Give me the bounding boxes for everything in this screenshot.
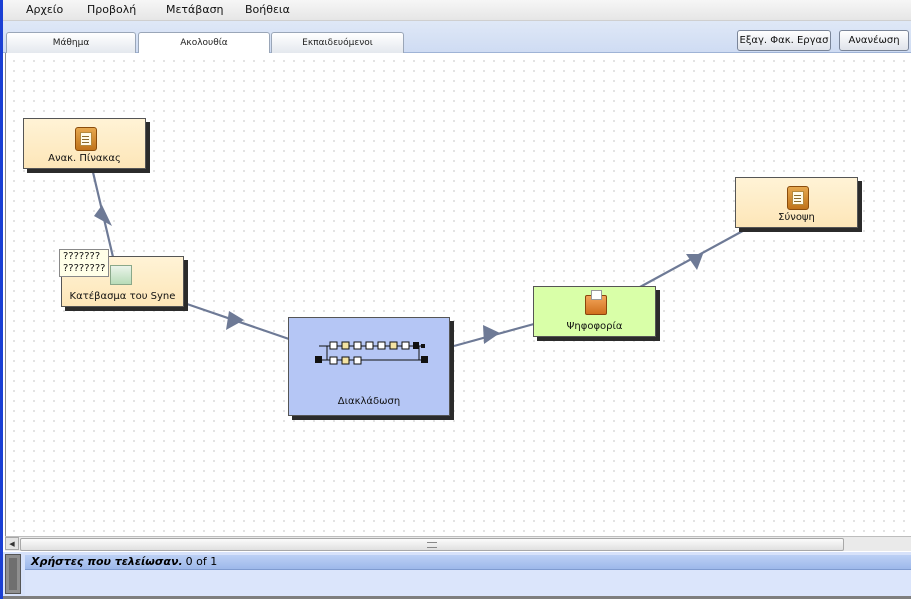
image-icon <box>110 265 132 285</box>
arrow-head <box>226 311 244 330</box>
notebook-icon <box>74 127 97 151</box>
refresh-button[interactable]: Ανανέωση <box>839 30 909 51</box>
menu-bar: Αρχείο Προβολή Μετάβαση Βοήθεια <box>3 0 911 21</box>
export-portfolio-button[interactable]: Εξαγ. Φακ. Εργασ <box>737 30 831 51</box>
activity-noticeboard[interactable]: Ανακ. Πίνακας <box>23 118 146 169</box>
tooltip: ??????? ???????? <box>59 249 110 277</box>
notebook-icon <box>786 186 809 210</box>
horizontal-scrollbar[interactable]: ◀ <box>5 536 911 551</box>
tooltip-line: ???????? <box>63 263 106 274</box>
menu-view[interactable]: Προβολή <box>87 3 137 16</box>
activity-label: Ψηφοφορία <box>566 321 623 332</box>
menu-go[interactable]: Μετάβαση <box>166 3 224 16</box>
transition-lines <box>90 167 751 348</box>
activity-download[interactable]: ??????? ???????? Κατέβασμα του Syne <box>59 249 184 307</box>
panel-handle-icon[interactable] <box>5 554 21 594</box>
menu-help[interactable]: Βοήθεια <box>245 3 290 16</box>
menu-file[interactable]: Αρχείο <box>26 3 64 16</box>
activity-branching[interactable]: Διακλάδωση <box>288 317 450 416</box>
panel-title: Χρήστες που τελείωσαν. <box>31 555 183 568</box>
activity-vote[interactable]: Ψηφοφορία <box>533 286 656 337</box>
scroll-grip-icon <box>427 542 437 548</box>
scroll-left-arrow-icon[interactable]: ◀ <box>5 537 19 550</box>
activity-label: Διακλάδωση <box>337 396 401 407</box>
completed-users-panel: Χρήστες που τελείωσαν.0 of 1 <box>3 552 911 599</box>
sequence-canvas[interactable]: Ανακ. Πίνακας ??????? ???????? Κατέβασμα… <box>5 53 911 536</box>
panel-header: Χρήστες που τελείωσαν.0 of 1 <box>25 555 911 570</box>
activity-label: Ανακ. Πίνακας <box>48 153 121 164</box>
arrow-head <box>94 205 112 226</box>
panel-body <box>25 570 911 596</box>
bottom-border <box>3 596 911 599</box>
tab-sequence[interactable]: Ακολουθία <box>138 32 270 54</box>
tooltip-line: ??????? <box>63 251 101 262</box>
tab-learners[interactable]: Εκπαιδευόμενοι <box>271 32 404 53</box>
tab-bar: Μάθημα Ακολουθία Εκπαιδευόμενοι Εξαγ. Φα… <box>3 21 911 54</box>
ballot-box-icon <box>584 290 607 315</box>
arrow-head <box>686 254 703 270</box>
tab-lesson[interactable]: Μάθημα <box>6 32 136 53</box>
arrow-head <box>483 325 500 344</box>
branching-icon <box>315 341 428 365</box>
scroll-thumb[interactable] <box>20 538 844 551</box>
completed-count: 0 of 1 <box>185 555 218 568</box>
window-left-border <box>0 0 3 599</box>
activity-label: Σύνοψη <box>778 212 815 223</box>
activity-summary[interactable]: Σύνοψη <box>735 177 858 228</box>
activity-label: Κατέβασμα του Syne <box>69 291 176 302</box>
